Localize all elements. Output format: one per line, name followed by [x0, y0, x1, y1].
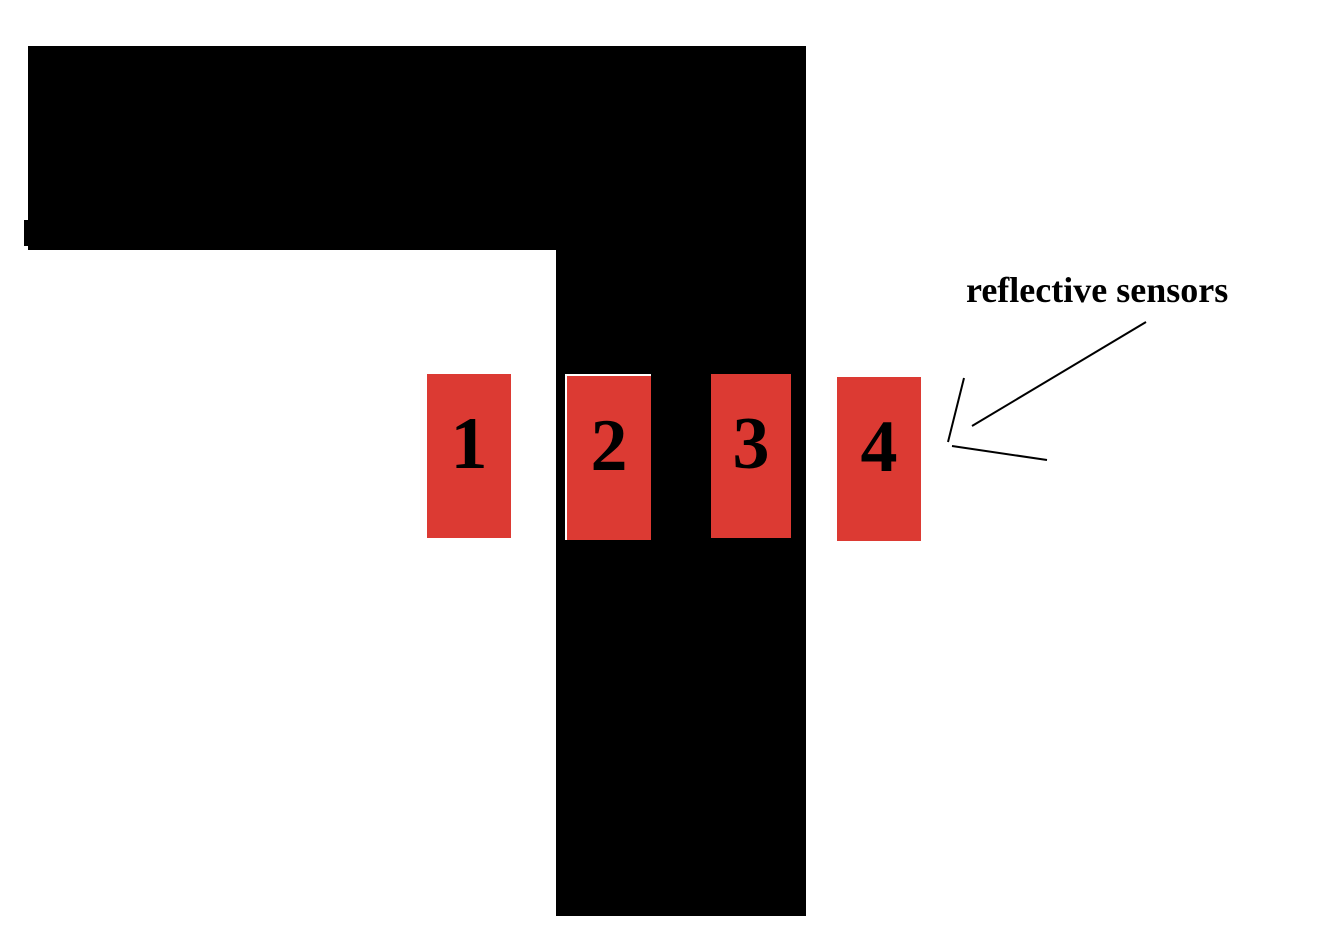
- sensor-4: 4: [837, 377, 921, 541]
- arrow-shaft: [971, 321, 1147, 427]
- sensor-label: 4: [860, 406, 898, 488]
- sensor-label: 2: [590, 405, 628, 487]
- sensor-3: 3: [711, 374, 791, 538]
- sensor-1: 1: [427, 374, 511, 538]
- track-horizontal-segment: [28, 46, 806, 250]
- arrow-head-lower: [951, 445, 1048, 461]
- sensor-label: 1: [450, 403, 488, 485]
- track-vertical-segment: [556, 240, 806, 916]
- annotation-label: reflective sensors: [966, 270, 1229, 310]
- arrow-head-upper: [947, 377, 965, 443]
- track-corner-mark: [24, 220, 36, 246]
- sensor-2: 2: [565, 374, 651, 540]
- sensor-label: 3: [732, 403, 770, 485]
